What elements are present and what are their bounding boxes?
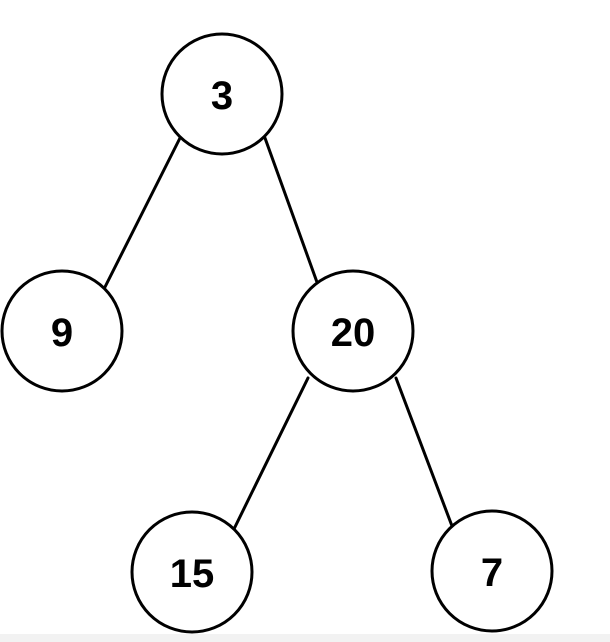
node-label: 7: [481, 551, 503, 595]
bottom-edge-strip: [0, 634, 610, 642]
edge-20-to-15: [232, 376, 310, 531]
tree-node-right: 20: [291, 269, 415, 393]
node-label: 9: [51, 311, 73, 355]
edge-20-to-7: [394, 376, 454, 528]
tree-node-right-right: 7: [430, 509, 554, 633]
node-label: 15: [170, 552, 215, 596]
node-label: 20: [331, 311, 376, 355]
node-circle: [291, 269, 415, 393]
tree-node-right-left: 15: [130, 510, 254, 634]
node-label: 3: [211, 74, 233, 118]
tree-node-root: 3: [160, 32, 284, 156]
tree-edges: [103, 136, 454, 531]
edge-3-to-9: [103, 136, 182, 289]
node-circle: [130, 510, 254, 634]
tree-node-left: 9: [0, 269, 124, 393]
node-circle: [160, 32, 284, 156]
node-circle: [430, 509, 554, 633]
edge-3-to-20: [263, 136, 320, 287]
node-circle: [0, 269, 124, 393]
